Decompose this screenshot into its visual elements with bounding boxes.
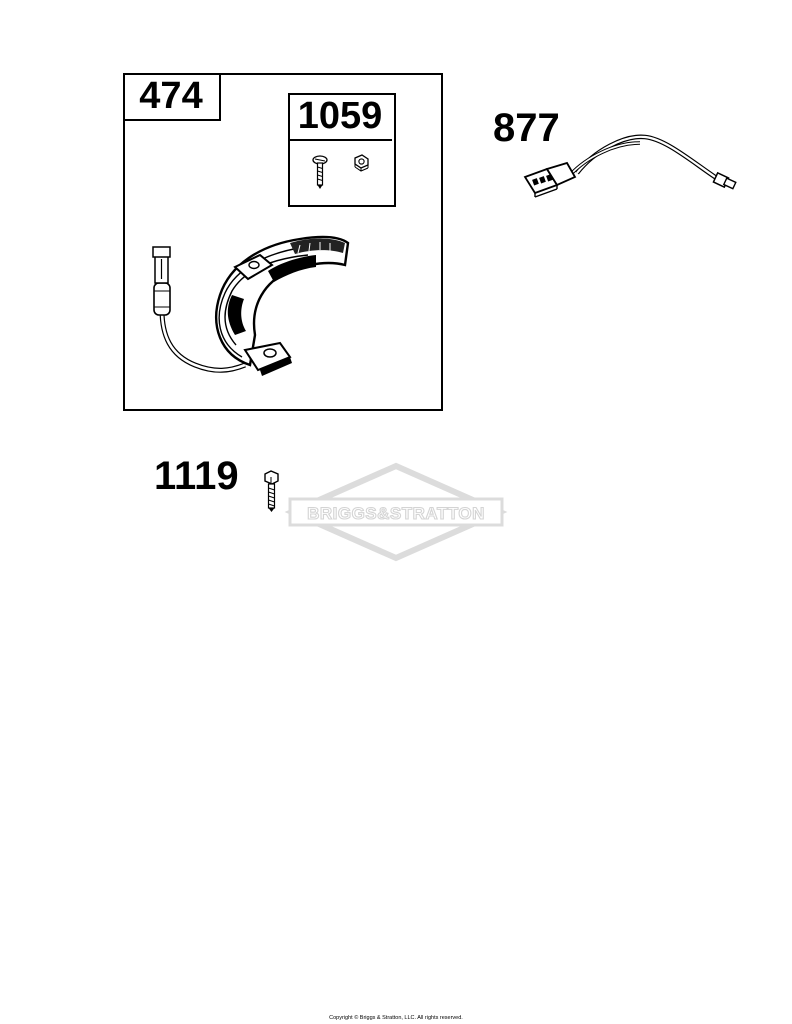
screw-icon <box>264 470 279 512</box>
alternator-coil-drawing <box>152 235 350 376</box>
watermark-text: BRIGGS&STRATTON <box>307 504 485 523</box>
screw-nut-kit-icon <box>312 154 369 189</box>
part-1059-label: 1059 <box>288 93 392 141</box>
watermark-logo: BRIGGS&STRATTON <box>284 462 508 562</box>
part-1059-frame <box>288 93 396 207</box>
part-877-label: 877 <box>493 106 560 150</box>
copyright-footer: Copyright © Briggs & Stratton, LLC. All … <box>329 1015 463 1021</box>
wiring-harness-drawing <box>523 134 737 198</box>
part-1119-label: 1119 <box>154 454 239 498</box>
part-474-label: 474 <box>123 73 221 121</box>
